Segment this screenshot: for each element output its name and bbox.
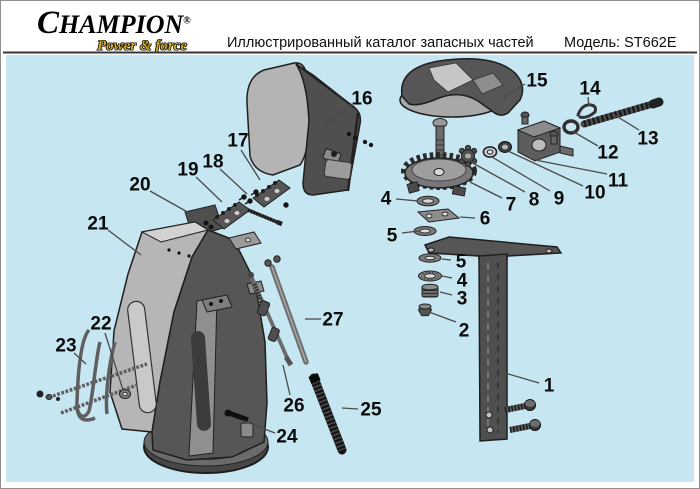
part-leader-11 [534, 159, 608, 175]
plate-19 [212, 201, 251, 230]
part-label-4: 4 [457, 271, 468, 292]
part-leader-20 [149, 190, 192, 215]
nut-22 [119, 389, 131, 399]
part-leader-9 [491, 156, 551, 192]
part-leader-18 [219, 168, 248, 195]
washer-9 [482, 146, 498, 158]
clip-14 [576, 103, 597, 119]
part-15-chute-cap [399, 57, 524, 118]
part-label-23: 23 [55, 336, 76, 357]
part-leader-7 [469, 181, 503, 199]
part-label-12: 12 [597, 143, 618, 164]
part-label-11: 11 [608, 171, 629, 192]
champion-logo: CHAMPION® Power & force [37, 6, 191, 55]
part-label-21: 21 [87, 214, 109, 235]
gear-assembly [401, 111, 580, 197]
part-label-18: 18 [202, 152, 223, 173]
bushing-3 [421, 283, 439, 298]
part-leader-4 [395, 198, 419, 202]
part-leader-15 [503, 83, 526, 98]
plate-6 [416, 208, 461, 223]
part-leader-22 [104, 332, 124, 391]
washer-stack-lower [417, 253, 442, 317]
part-24-bolt [224, 409, 249, 423]
part-1-support-post [423, 236, 563, 442]
part-leader-24 [240, 419, 276, 434]
part-label-9: 9 [554, 189, 565, 210]
part-label-3: 3 [457, 289, 468, 310]
part-label-7: 7 [506, 195, 517, 216]
part-label-27: 27 [322, 310, 343, 331]
part-label-10: 10 [584, 183, 605, 204]
part-label-15: 15 [526, 71, 548, 92]
part-label-25: 25 [360, 400, 382, 421]
threaded-pin [247, 208, 283, 227]
part-leader-10 [507, 150, 584, 187]
rod-25 [308, 373, 347, 455]
part-label-2: 2 [459, 321, 470, 342]
rod-27 [264, 255, 309, 365]
part-label-13: 13 [637, 129, 658, 150]
part-label-1: 1 [544, 376, 555, 397]
page-title: Иллюстрированный каталог запасных частей [227, 35, 534, 51]
rod-26 [248, 272, 294, 367]
part-leader-8 [470, 161, 526, 193]
plate-17 [252, 179, 291, 208]
part-label-16: 16 [351, 89, 372, 110]
part-label-5: 5 [387, 226, 398, 247]
screws-18 [203, 189, 289, 230]
part-label-17: 17 [227, 131, 248, 152]
logo-tagline: Power & force [97, 37, 187, 54]
bushing-10 [498, 141, 512, 153]
part-label-26: 26 [283, 396, 304, 417]
o-ring-12 [562, 119, 580, 135]
part-label-24: 24 [276, 427, 298, 448]
part-leader-5 [441, 258, 452, 261]
part-leader-5 [401, 230, 420, 234]
part-label-4: 4 [381, 189, 392, 210]
part-leader-14 [587, 96, 590, 107]
part-label-8: 8 [529, 190, 540, 211]
part-21-chute-body [109, 221, 269, 474]
part-label-19: 19 [177, 160, 198, 181]
part-leader-3 [439, 291, 453, 296]
part-16-chute-deflector [246, 62, 374, 196]
part-label-5: 5 [456, 252, 467, 273]
registered-trademark: ® [183, 15, 191, 27]
part-leader-2 [428, 311, 457, 323]
logo-wordmark: CHAMPION® [37, 6, 191, 41]
part-leader-19 [195, 176, 223, 203]
bracket-11 [516, 111, 574, 162]
part-leader-21 [107, 229, 142, 256]
part-leader-17 [240, 149, 261, 181]
part-leader-4 [441, 275, 453, 279]
part-leader-1 [504, 372, 540, 384]
model-label: Модель: ST662E [564, 35, 677, 51]
part-leader-26 [282, 364, 291, 396]
part-leader-12 [571, 130, 599, 147]
part-leader-13 [612, 113, 640, 131]
nut-2 [417, 303, 433, 317]
mount-bolts [504, 399, 541, 433]
part-label-20: 20 [129, 175, 150, 196]
part-label-22: 22 [90, 314, 111, 335]
part-23-wire-frame [36, 328, 148, 422]
part-label-14: 14 [579, 79, 601, 100]
part-label-6: 6 [480, 209, 491, 230]
part-leader-23 [73, 352, 87, 365]
chute-slot [127, 300, 157, 414]
part-leader-16 [324, 103, 353, 126]
part-leader-6 [459, 216, 476, 219]
rod-13 [580, 97, 664, 128]
part-leader-25 [341, 407, 359, 410]
deflector-screws [346, 131, 374, 148]
washer-stack-upper [413, 195, 461, 236]
